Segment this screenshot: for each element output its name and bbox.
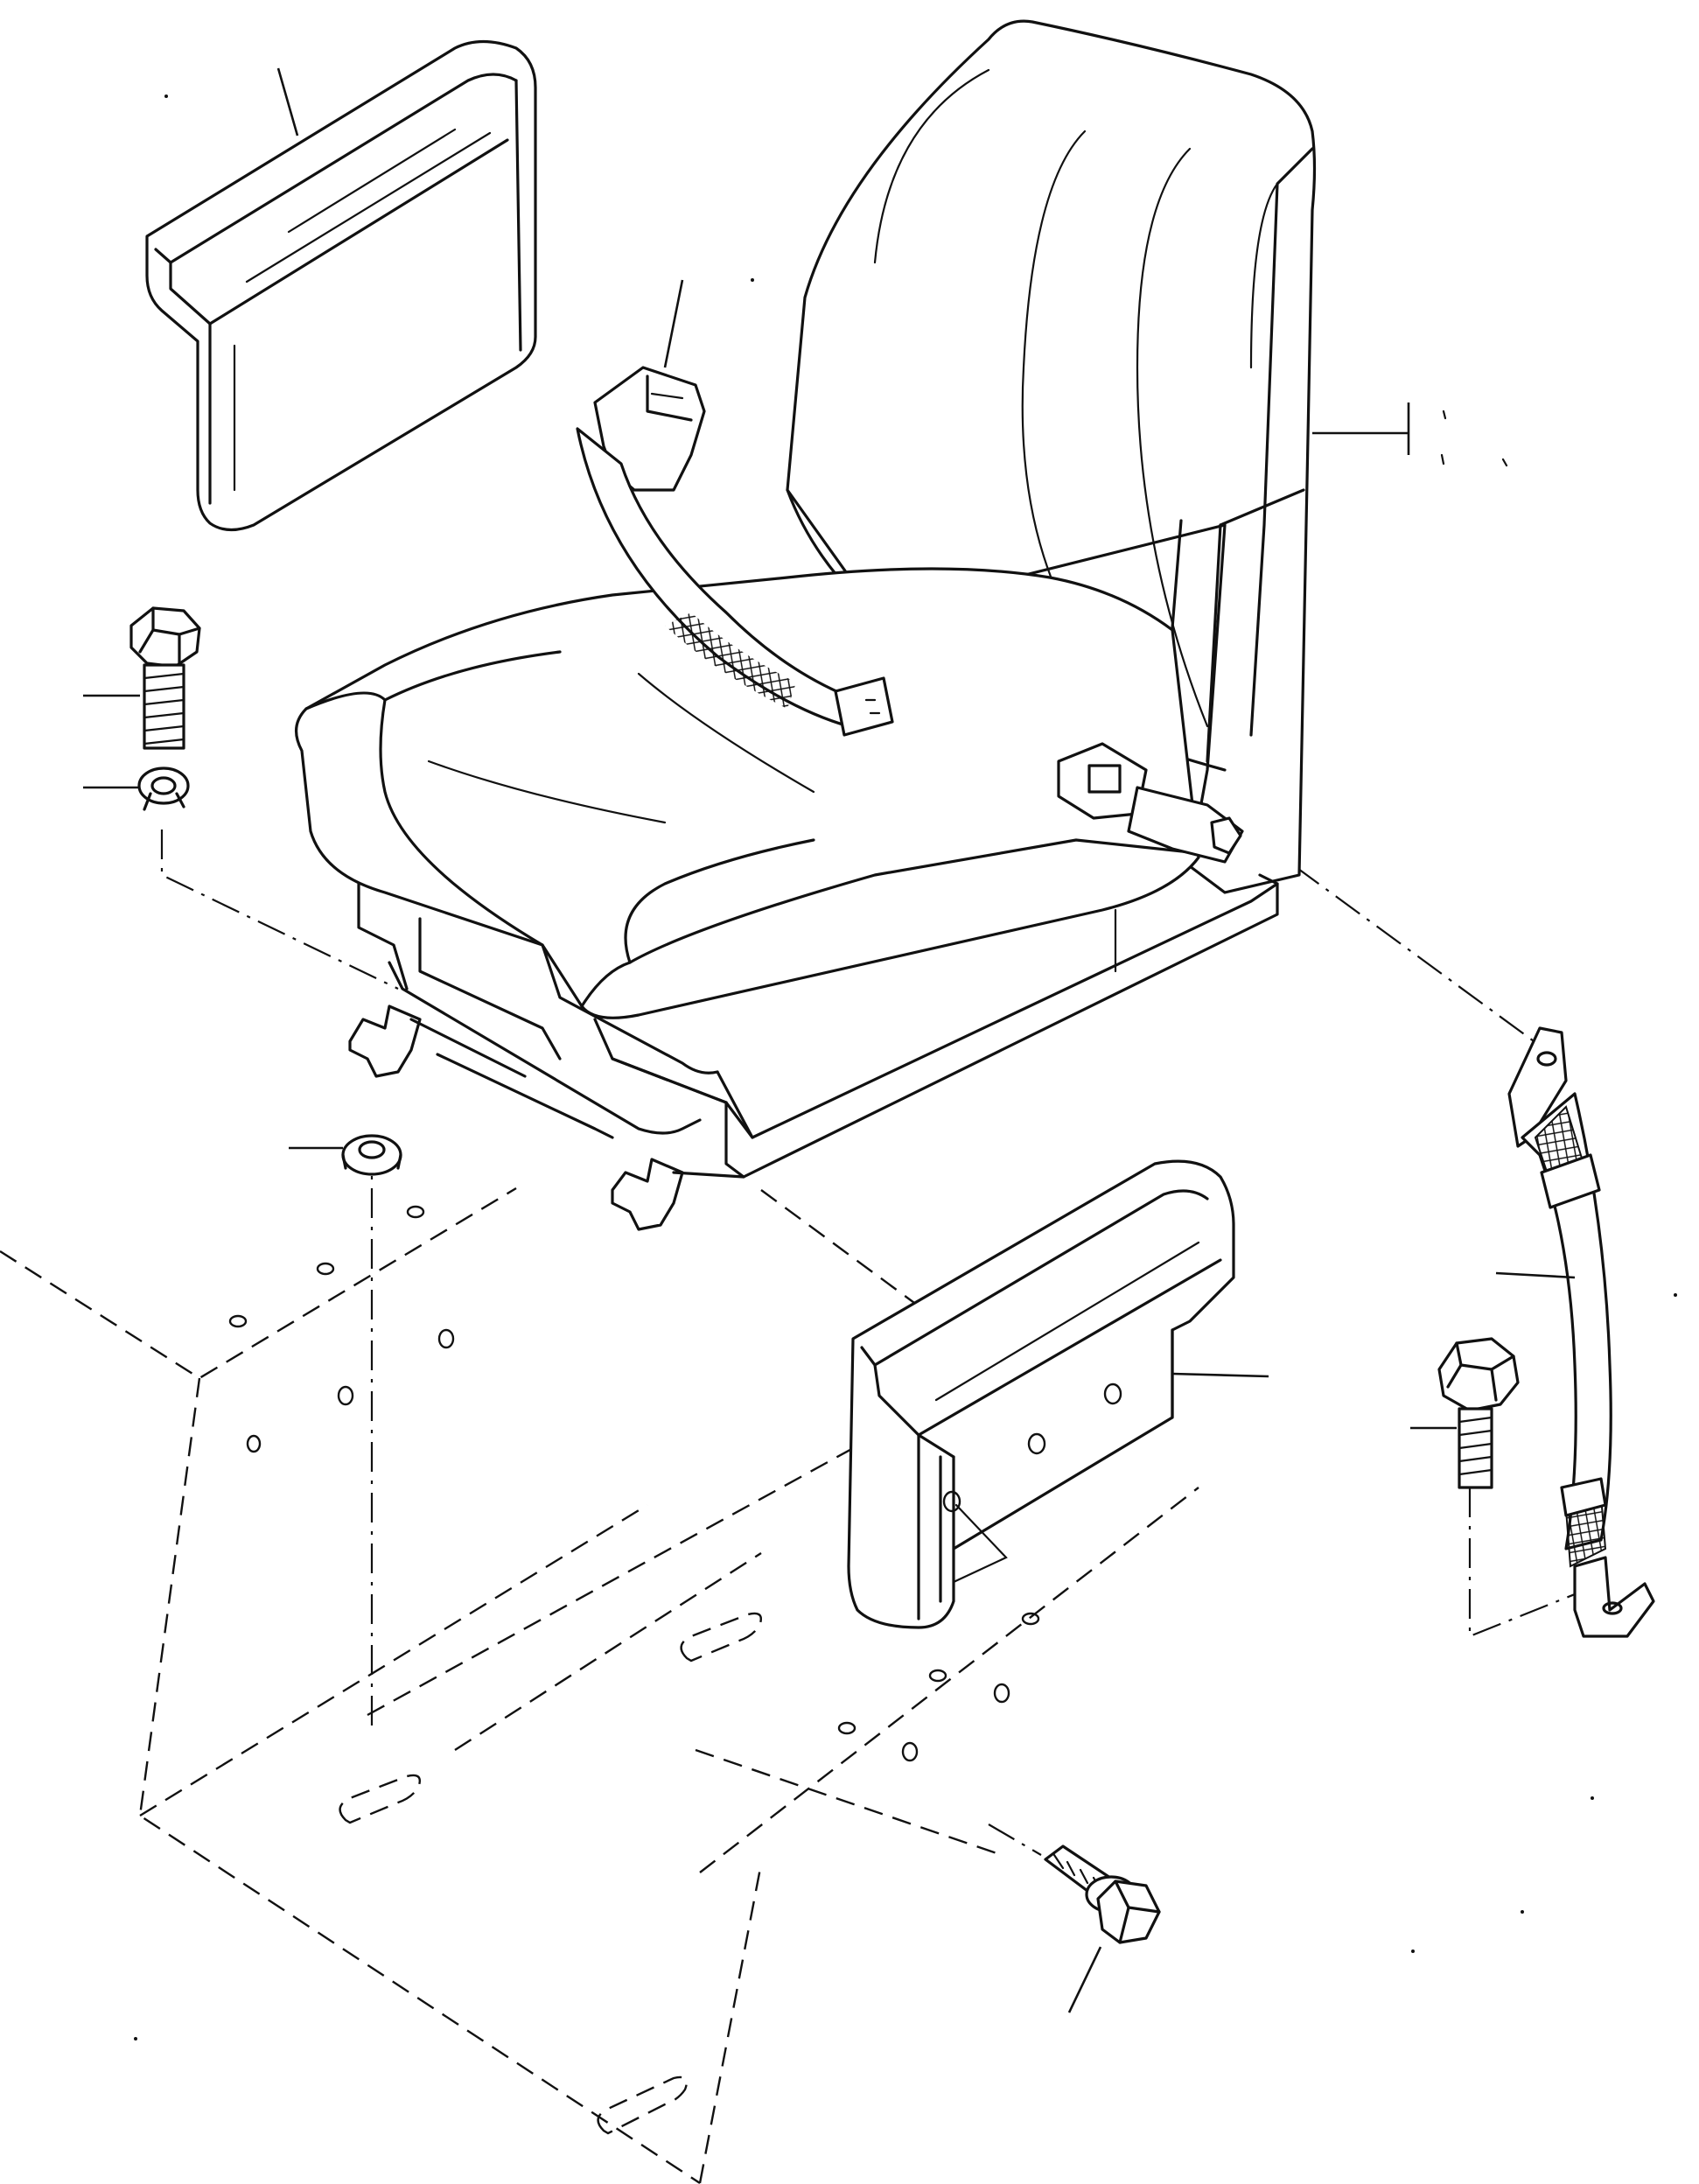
spacer-washer (289, 1134, 402, 1176)
armrest-left-leader (276, 67, 299, 136)
scan-specks (134, 94, 1677, 2040)
armrest-left (145, 39, 537, 532)
floor-bolt (1044, 1844, 1161, 2013)
assembly-centerlines (160, 830, 1602, 1856)
seat-belt-anchor-leader (1495, 1271, 1576, 1279)
armrest-right (847, 1159, 1269, 1629)
seat-belt-buckle (576, 279, 1244, 864)
seat-belt-anchor (1495, 1026, 1655, 1638)
armrest-right-leader (1171, 1372, 1269, 1378)
floor-bolt-leader (1067, 1946, 1102, 2013)
floor-mount-holes (228, 1205, 1040, 1762)
seat-back-leader (1312, 402, 1410, 455)
mount-bolt-left (83, 606, 201, 750)
belt-bolt (1410, 1337, 1520, 1489)
cab-floor (0, 1186, 1199, 2184)
seat-assembly (295, 19, 1508, 1231)
lock-washer-left (83, 766, 190, 811)
floor-slots (339, 1612, 763, 2135)
